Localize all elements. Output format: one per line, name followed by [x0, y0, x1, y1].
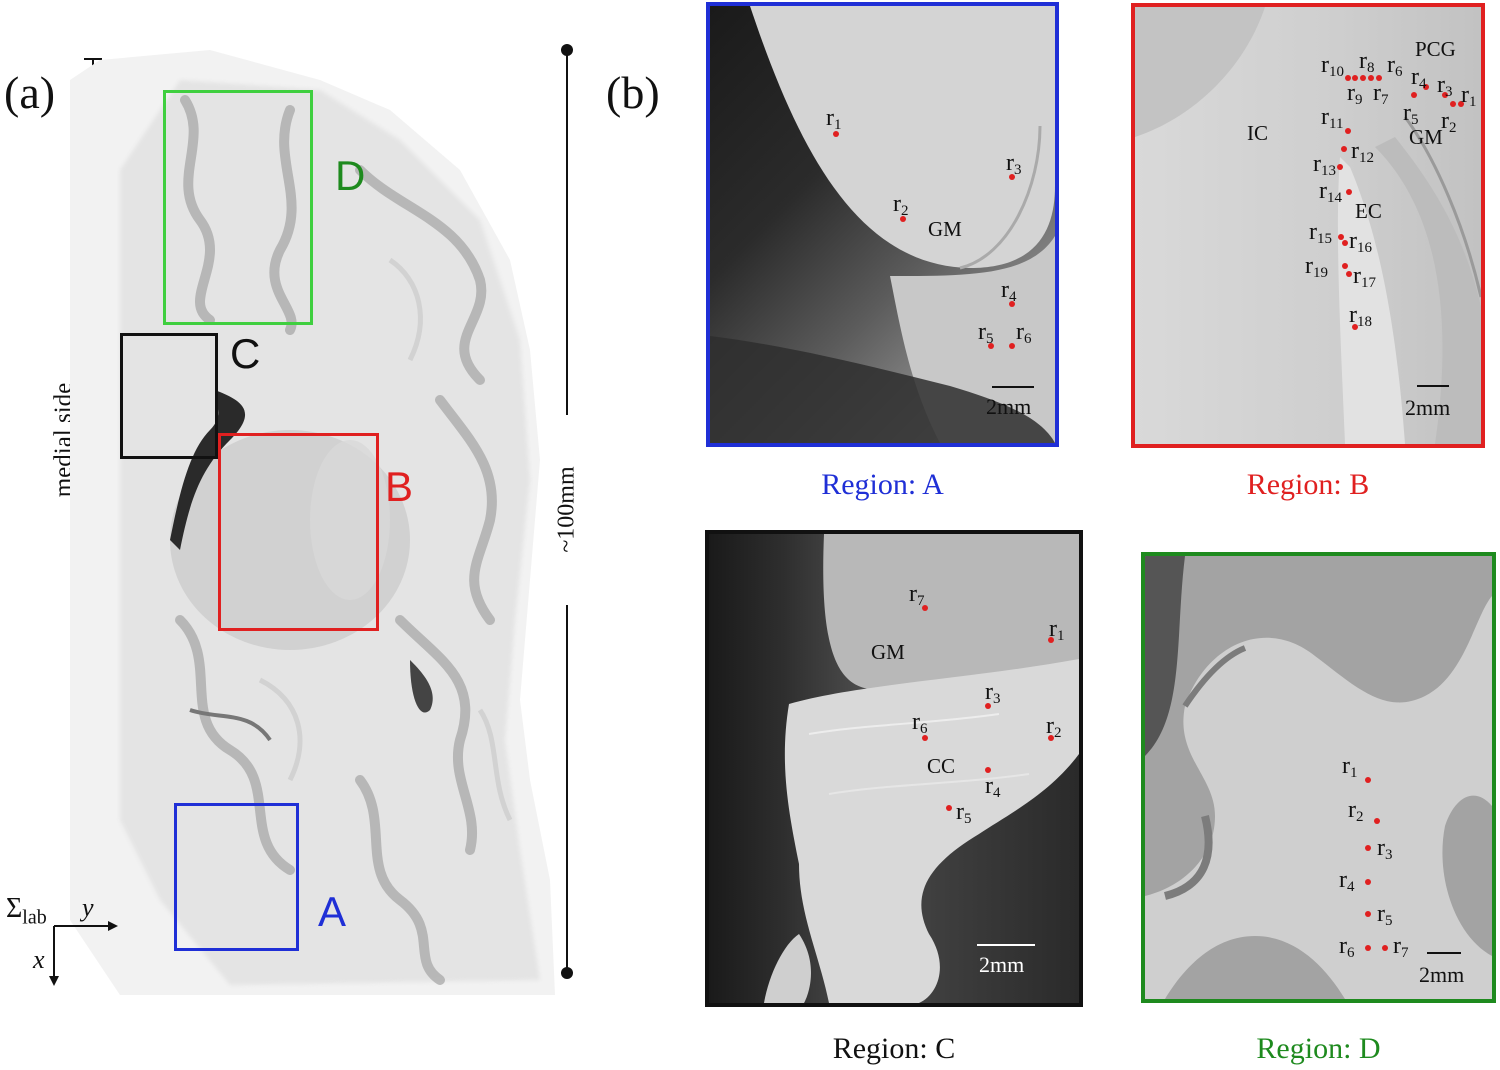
- region-c-tissue-gm: GM: [871, 640, 905, 664]
- region-a-tissue-gm: GM: [928, 217, 962, 241]
- region-d-point-label: r5: [1377, 901, 1393, 929]
- region-d-caption: Region: D: [1256, 1032, 1381, 1065]
- brain-slice-image: [70, 50, 555, 995]
- region-d-point-label: r6: [1339, 933, 1355, 961]
- region-a-caption: Region: A: [821, 468, 944, 501]
- region-c-point-label: r4: [985, 773, 1001, 801]
- region-b-point-label: r6: [1387, 52, 1403, 80]
- region-a-point-label: r6: [1016, 319, 1032, 347]
- lab-axes-arrows: [49, 921, 118, 986]
- region-c-scale-text: 2mm: [979, 952, 1025, 977]
- region-b-point-label: r4: [1411, 64, 1427, 92]
- region-b-point-label: r11: [1321, 104, 1344, 132]
- axes-sigma-label: Σlab: [6, 893, 47, 929]
- region-b-point-label: r17: [1353, 263, 1376, 291]
- region-c-tissue-cc: CC: [927, 754, 956, 778]
- region-d-point-label: r7: [1393, 933, 1409, 961]
- region-b-scale-text: 2mm: [1405, 395, 1451, 420]
- length-scale-end-top: [561, 44, 573, 56]
- region-b-point-label: r18: [1349, 302, 1372, 330]
- region-d-letter: D: [335, 152, 366, 199]
- region-b-letter: B: [385, 463, 414, 510]
- region-b-tissue-pcg: PCG: [1415, 37, 1456, 61]
- region-d-scale-text: 2mm: [1419, 962, 1465, 987]
- region-a-box: [174, 803, 299, 951]
- region-a-point-label: r3: [1006, 150, 1022, 178]
- region-c-point-label: r2: [1046, 713, 1062, 741]
- length-scale-line-bottom: [566, 605, 568, 973]
- region-d-image: r1 r2 r3 r4 r5 r6 r7 2mm: [1141, 552, 1496, 1003]
- region-b-point-label: r14: [1319, 178, 1342, 206]
- panel-b-label: (b): [606, 67, 660, 118]
- region-c-point-label: r6: [912, 709, 928, 737]
- region-a-point-label: r5: [978, 319, 994, 347]
- region-b-point-label: r8: [1359, 48, 1375, 76]
- region-d-point-label: r2: [1348, 797, 1364, 825]
- axis-y-label: y: [82, 893, 94, 922]
- region-a-point-label: r2: [893, 191, 909, 219]
- region-b-point-label: r7: [1373, 80, 1389, 108]
- region-a-point-label: r4: [1001, 277, 1017, 305]
- region-b-point-label: r1: [1461, 82, 1477, 110]
- length-scale-end-bottom: [561, 967, 573, 979]
- region-b-tissue-ic: IC: [1247, 121, 1268, 145]
- region-b-scale-bar: [1417, 385, 1449, 387]
- region-b-point-label: r5: [1403, 100, 1419, 128]
- region-b-point-label: r16: [1349, 228, 1372, 256]
- region-b-tissue-gm: GM: [1409, 125, 1443, 149]
- panel-a-label: (a): [4, 67, 56, 118]
- region-d-box: [163, 90, 313, 325]
- region-b-point-label: r12: [1351, 138, 1374, 166]
- region-a-scale-bar: [992, 386, 1034, 388]
- length-scale-line-top: [566, 50, 568, 415]
- region-d-point-label: r4: [1339, 867, 1355, 895]
- region-c-point-label: r5: [956, 799, 972, 827]
- region-b-image: r10 r8 r6 r9 r7 r4 r3 r1 r5 r2 r11 r12 r…: [1131, 3, 1485, 448]
- region-d-point-label: r3: [1377, 835, 1393, 863]
- region-b-point-label: r19: [1305, 253, 1328, 281]
- region-b-point-label: r15: [1309, 219, 1332, 247]
- region-b-point-label: r3: [1437, 72, 1453, 100]
- region-b-point-label: r10: [1321, 52, 1344, 80]
- region-c-scale-bar: [977, 944, 1035, 946]
- region-c-point-label: r7: [909, 581, 925, 609]
- region-b-point-label: r9: [1347, 80, 1363, 108]
- region-d-point-label: r1: [1342, 753, 1358, 781]
- region-d-scale-bar: [1427, 952, 1461, 954]
- region-a-letter: A: [318, 888, 347, 935]
- region-b-caption: Region: B: [1246, 468, 1370, 501]
- region-a-point-label: r1: [826, 105, 842, 133]
- region-b-point-label: r2: [1441, 108, 1457, 136]
- region-c-caption: Region: C: [832, 1032, 956, 1065]
- region-c-point-label: r1: [1049, 616, 1065, 644]
- region-c-box: [120, 333, 218, 459]
- axis-x-label: x: [33, 945, 45, 974]
- region-c-image: r7 r1 r3 r6 r2 r4 r5 GM CC 2mm: [705, 530, 1083, 1007]
- region-a-image: r1 r2 r3 r4 r5 r6 GM 2mm: [706, 2, 1059, 447]
- medial-side-bar-cap-top: [84, 58, 102, 60]
- region-b-tissue-ec: EC: [1355, 199, 1382, 223]
- region-a-scale-text: 2mm: [986, 394, 1032, 419]
- region-b-point-label: r13: [1313, 151, 1336, 179]
- region-c-letter: C: [230, 330, 261, 377]
- region-c-point-label: r3: [985, 679, 1001, 707]
- region-b-box: [218, 433, 379, 631]
